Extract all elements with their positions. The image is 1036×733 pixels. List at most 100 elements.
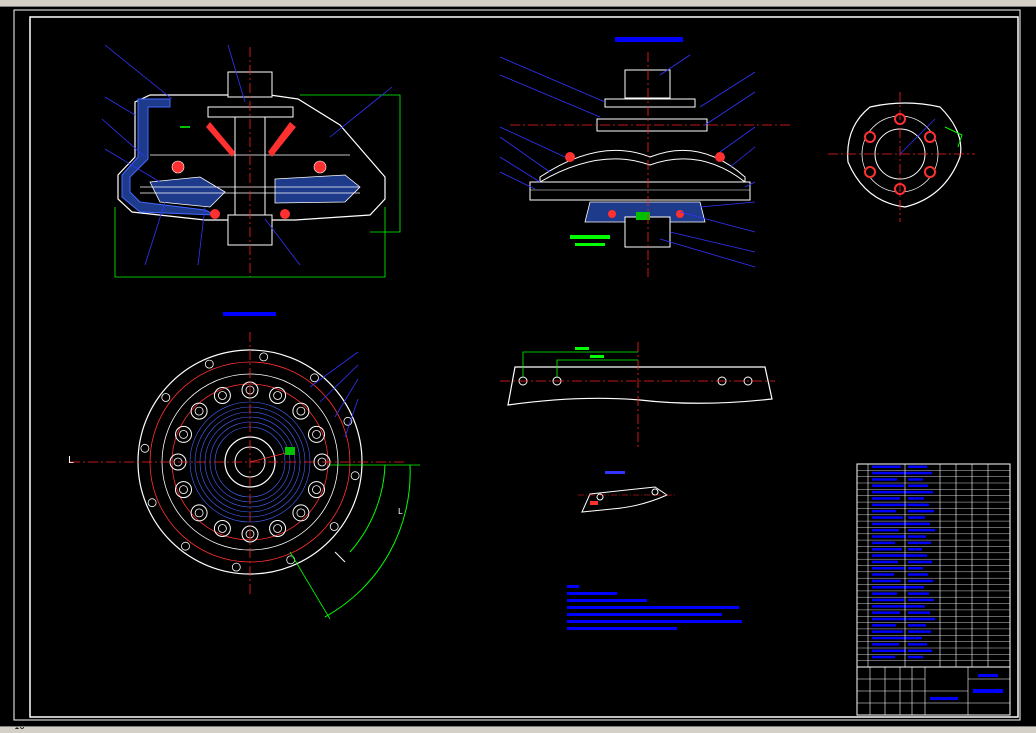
parts-list-entry-text [872,611,900,614]
parts-list-entry-name [908,567,923,570]
parts-list-entry-text [872,579,901,583]
green-note-2b [575,243,605,246]
parts-list-entry-text [872,478,897,481]
parts-list-entry-name [908,497,924,500]
screw-red-2d [676,210,684,218]
plan-bolt-hole [273,524,283,533]
parts-list-entry-name [908,586,924,589]
plan-bolt-hole [312,429,321,439]
parts-list-entry-text [872,567,905,570]
plan-bolt-hole [312,485,321,495]
plan-outer-hole [181,541,190,551]
lever-dimension-2 [556,359,638,377]
plan-arrow [334,551,346,563]
parts-list-entry-text [872,535,906,538]
parts-list-entry-name [908,490,933,494]
front-leader-lines [101,44,393,266]
plan-angle-arc-inner [349,464,386,553]
plan-outer-hole [140,443,150,453]
plan-outer-hole [310,373,319,383]
parts-list-entry-name [908,560,932,564]
notes-heading [567,585,579,588]
bearing-block [207,106,294,118]
rivet-right [313,160,327,174]
parts-list-entry-name [908,478,923,481]
parts-list-entry-text [872,617,907,621]
upper-bar-2 [604,98,696,108]
parts-list-entry-name [908,617,935,621]
plan-bolt [190,504,208,522]
plan-axis-label: L [68,455,74,466]
plan-bolt-hole [194,508,204,518]
parts-list-entry-text [872,605,911,608]
pressure-plate-section [274,174,361,204]
flange-hole-3 [924,166,936,178]
parts-list-entry-text [872,554,909,557]
friction-disc-section [149,176,226,208]
parts-list-entry-name [908,636,922,640]
parts-list-entry-text [872,516,903,519]
parts-list-entry-name [908,598,934,602]
plan-bolt-hole [179,485,188,495]
parts-list-entry-name [908,516,925,519]
small-lever-hole-2 [651,488,659,496]
parts-list-entry-text [872,624,896,627]
plan-outer-hole [161,393,171,402]
parts-list-entry-text [872,503,907,507]
top-cap-2 [624,69,671,99]
title-block-company [930,697,958,700]
flange-angle-dim [944,126,963,148]
plan-bolt [175,425,192,443]
parts-list-entry-text [872,630,903,633]
parts-list-entry-text [872,484,904,487]
hub-2 [624,216,671,248]
plan-outer-hole [147,498,157,508]
parts-list-entry-name [908,548,922,551]
plan-bolt [175,481,192,499]
overall-width-dimension [114,207,386,278]
green-note-2 [570,235,610,239]
release-lever-detail[interactable] [578,471,675,513]
parts-list-entry-name [908,554,927,557]
small-lever-detail-red [590,501,598,505]
parts-list-entry-text [872,636,910,640]
plan-outer-hole [231,562,241,572]
parts-list-entry-name [908,579,933,583]
parts-list-entry-name [908,605,925,608]
screw-red-2c [608,210,616,218]
parts-list-entry-text [872,465,901,468]
parts-list-entry-text [872,592,897,595]
parts-list-entry-name [908,643,927,646]
parts-list-entry-text [872,655,895,659]
lever-dim-text-2 [590,355,604,358]
plan-angle-arc-outer [324,464,411,618]
cad-drawing-canvas[interactable]: L L [0,7,1036,725]
parts-list-entry-text [872,598,904,602]
rivet-left [171,160,185,174]
flange-hole-5 [864,166,876,178]
screw-red-2b [715,152,725,162]
plan-bolt [213,387,231,404]
flange-outline [847,102,962,208]
parts-list-entry-text [872,471,908,475]
title-block[interactable] [856,666,1011,716]
plan-leader-lines [309,351,359,438]
plan-bolt [308,481,325,499]
parts-list-entry-text [872,649,906,652]
parts-list-entry-name [908,649,932,652]
plan-outer-hole [259,352,269,362]
plan-radius-line [249,451,291,463]
flange-top-view[interactable] [828,92,975,222]
plan-bolt-hole [273,391,283,400]
clutch-plan-view[interactable]: L L [68,312,420,620]
notes-line-4 [567,613,722,616]
parts-list-table[interactable] [856,463,1011,668]
pressure-lever-detail[interactable] [500,342,775,447]
parts-list-entry-name [908,655,923,659]
parts-list-entry-name [908,503,929,507]
release-lever-left [206,122,235,157]
parts-list-entry-text [872,573,894,576]
exploded-section-view[interactable] [499,37,790,277]
front-section-view[interactable] [101,44,401,278]
sheet-outer-border [13,9,1021,721]
